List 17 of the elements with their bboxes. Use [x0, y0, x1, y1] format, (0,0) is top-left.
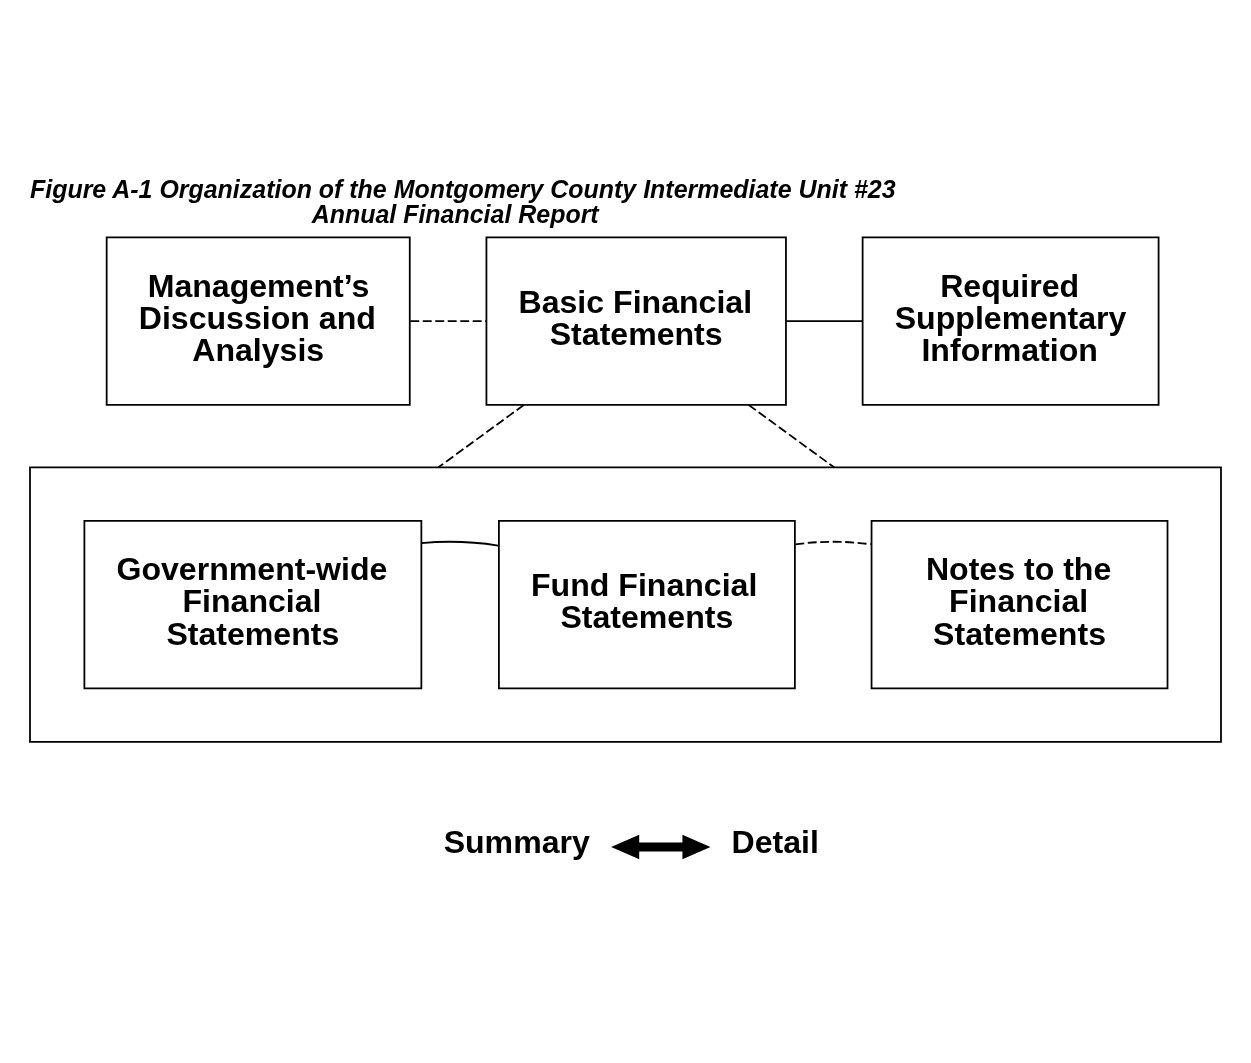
node-box: Government-wide Financial Statements: [83, 519, 423, 690]
connector: [747, 404, 835, 469]
node-text: Detail: [731, 824, 819, 861]
node-box: Fund Financial Statements: [498, 519, 796, 690]
node-box: Basic Financial Statements: [485, 236, 787, 406]
node-box: Management’s Discussion and Analysis: [105, 236, 411, 406]
connector: [785, 320, 864, 322]
diagram-title: Figure A-1 Organization of the Montgomery County Intermediate Unit #23 Annual Financial Report: [30, 175, 896, 229]
node-box: Notes to the Financial Statements: [870, 519, 1169, 690]
connector: [420, 540, 499, 547]
cluster: [29, 466, 1222, 743]
connector: [409, 320, 488, 322]
connector: [437, 404, 525, 469]
node-text: Summary: [443, 824, 590, 861]
arrow: [611, 834, 711, 860]
node-box: Required Supplementary Information: [861, 236, 1160, 406]
connector: [794, 540, 872, 546]
